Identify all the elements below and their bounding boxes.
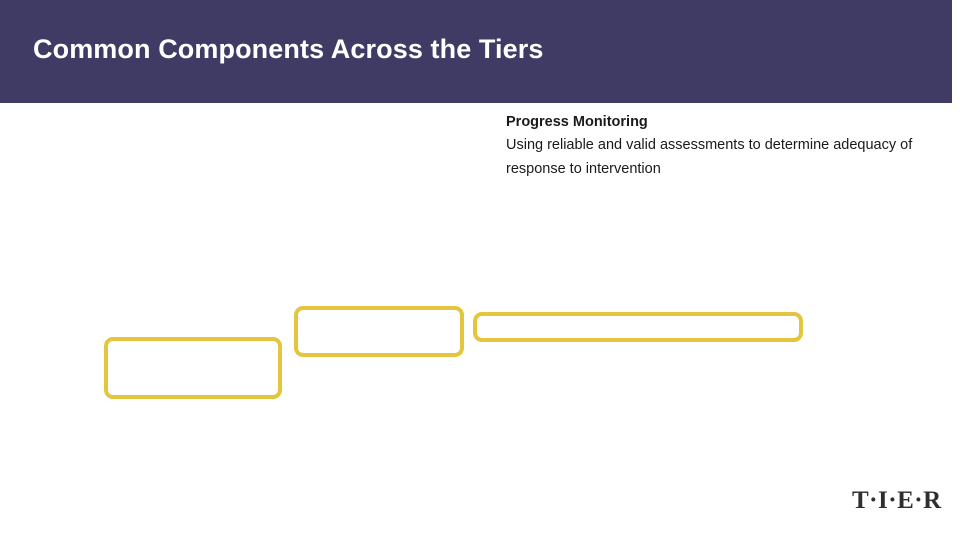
page-title: Common Components Across the Tiers — [33, 34, 544, 64]
callout-heading: Progress Monitoring — [506, 114, 648, 130]
callout-body: Using reliable and valid assessments to … — [506, 137, 913, 177]
tier-box-middle — [294, 306, 464, 357]
progress-monitoring-callout: Progress Monitoring Using reliable and v… — [506, 112, 926, 181]
tier-box-right — [473, 312, 803, 342]
tier-box-left — [104, 337, 282, 399]
title-banner: Common Components Across the Tiers — [0, 0, 952, 103]
tier-logo: T·I·E·R — [852, 487, 942, 514]
